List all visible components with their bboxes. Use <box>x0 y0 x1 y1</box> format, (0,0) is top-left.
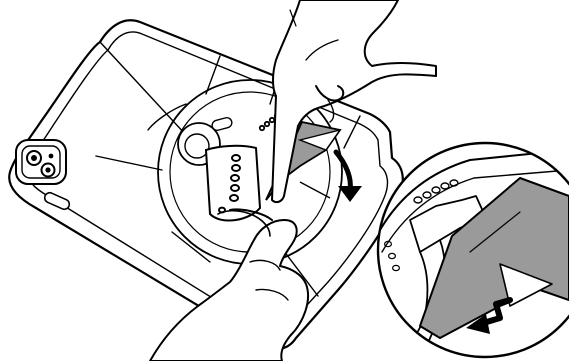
detail-magnifier-circle <box>378 143 569 361</box>
camera-cutout <box>16 140 66 184</box>
flash-icon <box>49 154 54 159</box>
